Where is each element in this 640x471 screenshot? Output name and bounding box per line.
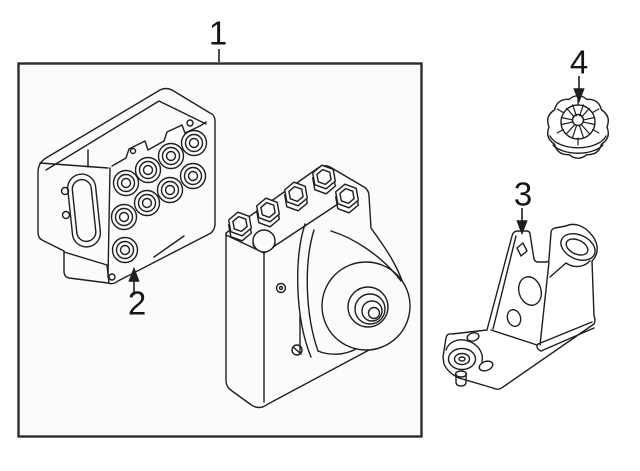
electrical-connector-slot xyxy=(67,173,102,248)
motor-flange-edge xyxy=(297,223,312,358)
solenoid-coil xyxy=(156,176,184,204)
abs-control-module-drawing xyxy=(37,87,216,285)
face-detail-line xyxy=(153,235,185,258)
callout-2-arrowhead xyxy=(128,266,140,282)
hex-bolt xyxy=(227,211,253,242)
screw-hole xyxy=(108,273,116,281)
flange-bolt xyxy=(275,282,287,294)
hex-bolt xyxy=(335,183,359,214)
rubber-bushing-outer xyxy=(447,347,477,371)
callout-3-arrowhead xyxy=(516,220,528,236)
hex-bolt xyxy=(256,197,280,228)
mounting-stud xyxy=(455,373,467,387)
motor-back-rim xyxy=(306,229,319,352)
large-oval-hole xyxy=(517,276,543,306)
base-lip-outer-edge xyxy=(537,321,593,345)
solenoid-coil xyxy=(134,156,162,184)
solenoid-coil xyxy=(112,169,140,197)
mount-outer-ticks xyxy=(556,98,600,146)
solenoid-coil xyxy=(111,236,139,264)
arm-underside-fold xyxy=(549,260,591,278)
bushing-boss-contour xyxy=(445,339,484,363)
base-lip-inner-edge xyxy=(540,327,595,352)
base-lip-end-cap xyxy=(536,343,542,352)
wing-bolt-hole xyxy=(466,332,480,342)
callout-arrows xyxy=(128,49,585,295)
block-top-face-edge xyxy=(263,195,351,254)
mount-band-lower xyxy=(552,144,604,154)
callout-1-label[interactable]: 1 xyxy=(208,14,228,52)
solenoid-coil xyxy=(110,203,138,231)
motor-barrel-top-contour xyxy=(330,230,402,282)
callout-3-label[interactable]: 3 xyxy=(513,175,533,213)
module-top-band-line xyxy=(45,100,207,171)
bracket-silhouette xyxy=(442,223,598,390)
housing-face-divider xyxy=(107,167,111,278)
callout-4-label[interactable]: 4 xyxy=(569,43,589,81)
plate-base-boundary xyxy=(490,329,538,346)
square-hole xyxy=(516,242,528,257)
rubber-bushing-inner xyxy=(453,352,471,366)
mounting-bracket-drawing xyxy=(442,223,598,390)
rubber-mount-drawing xyxy=(547,95,609,159)
hex-bolt xyxy=(284,181,308,212)
mount-band-upper xyxy=(549,135,607,149)
callout-2-label[interactable]: 2 xyxy=(127,284,147,322)
callout-4-arrowhead xyxy=(573,88,585,104)
electrical-connector-slot-inner xyxy=(71,178,97,243)
solenoid-coil xyxy=(157,142,185,170)
connector-pin-hole xyxy=(61,210,71,220)
slotted-screw-slot xyxy=(292,346,302,355)
motor-end-cap-ring xyxy=(367,306,381,320)
eyelet-hole xyxy=(565,238,589,256)
mount-scalloped-silhouette xyxy=(547,95,609,159)
connector-pin-hole xyxy=(60,186,70,196)
screw-hole xyxy=(186,119,194,127)
plate-web-fold-line xyxy=(539,261,550,346)
plate-thickness-line xyxy=(492,235,517,330)
rubber-bushing-center xyxy=(458,356,466,362)
base-oval-hole xyxy=(478,360,494,372)
connector-housing-top-edge xyxy=(39,162,109,169)
solenoid-coil xyxy=(133,189,161,217)
slotted-screw xyxy=(291,344,303,356)
hex-bolt xyxy=(312,164,336,195)
mount-castellation-spokes xyxy=(560,104,596,138)
round-boss xyxy=(252,229,276,253)
solenoid-coil xyxy=(180,129,208,157)
abs-hydraulic-pump-drawing xyxy=(225,164,411,409)
solenoid-coil xyxy=(179,162,207,190)
small-oval-hole xyxy=(506,308,522,328)
screw-hole xyxy=(129,147,137,155)
motor-barrel-bottom-contour xyxy=(317,348,357,355)
flange-bolt-center xyxy=(278,285,284,291)
